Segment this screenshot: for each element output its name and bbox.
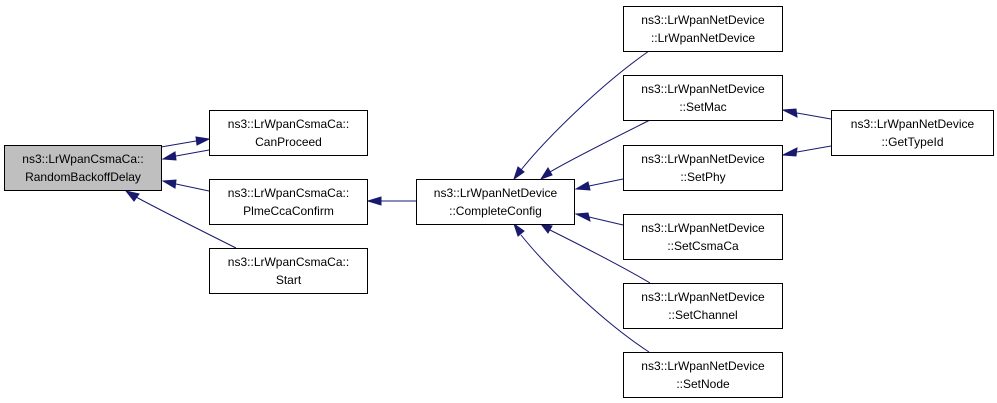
edge-arrowhead xyxy=(366,196,382,206)
edge-arrowhead xyxy=(161,179,177,189)
edge-arrowhead xyxy=(781,147,798,157)
node-label-line-1: ns3::LrWpanNetDevice xyxy=(641,359,765,373)
node-label-line-2: ::SetCsmaCa xyxy=(667,239,739,253)
edge-line xyxy=(520,50,650,171)
node-label-line-2: ::LrWpanNetDevice xyxy=(651,31,755,45)
node-complete-config[interactable]: ns3::LrWpanNetDevice::CompleteConfig xyxy=(416,179,575,225)
node-box xyxy=(209,248,368,294)
edge-line xyxy=(588,178,624,187)
edge-line xyxy=(796,145,832,153)
node-label-line-2: PlmeCcaConfirm xyxy=(243,204,334,218)
edge-random-backoff-delay-to-can-proceed xyxy=(160,136,211,148)
node-label-line-1: ns3::LrWpanCsmaCa:: xyxy=(228,117,349,131)
edge-set-phy-to-complete-config xyxy=(574,178,624,191)
edge-line xyxy=(588,216,624,226)
node-box xyxy=(623,214,783,260)
node-label-line-2: ::CompleteConfig xyxy=(449,204,542,218)
edge-arrowhead xyxy=(195,136,211,146)
node-box xyxy=(623,352,783,398)
edge-get-type-id-to-set-mac xyxy=(781,108,832,120)
node-set-csma-ca[interactable]: ns3::LrWpanNetDevice::SetCsmaCa xyxy=(623,214,783,260)
node-plme-cca-confirm[interactable]: ns3::LrWpanCsmaCa::PlmeCcaConfirm xyxy=(209,179,368,225)
edge-arrowhead xyxy=(539,223,553,234)
edge-set-node-to-complete-config xyxy=(513,222,650,353)
node-box xyxy=(4,145,162,191)
node-box xyxy=(209,110,368,156)
node-label-line-2: Start xyxy=(276,273,302,287)
node-label-line-2: ::SetNode xyxy=(676,377,730,391)
node-label-line-1: ns3::LrWpanCsmaCa:: xyxy=(228,186,349,200)
node-label-line-2: ::SetChannel xyxy=(668,308,737,322)
node-random-backoff-delay: ns3::LrWpanCsmaCa::RandomBackoffDelay xyxy=(4,145,162,191)
node-box xyxy=(623,6,783,52)
edge-line xyxy=(175,183,210,192)
node-box xyxy=(416,179,575,225)
edge-set-mac-to-complete-config xyxy=(539,119,651,180)
edge-arrowhead xyxy=(124,190,140,202)
edge-start-to-random-backoff-delay xyxy=(124,190,237,249)
node-label-line-1: ns3::LrWpanNetDevice xyxy=(851,117,975,131)
node-box xyxy=(623,283,783,329)
node-label-line-1: ns3::LrWpanCsmaCa:: xyxy=(228,255,349,269)
edge-arrowhead xyxy=(513,166,525,181)
node-box xyxy=(623,75,783,121)
edge-arrowhead xyxy=(539,167,553,180)
edge-complete-config-to-plme-cca-confirm xyxy=(366,196,416,206)
node-label-line-2: ::GetTypeId xyxy=(881,135,943,149)
node-label-line-1: ns3::LrWpanCsmaCa:: xyxy=(22,152,143,166)
node-lrwpan-net-device[interactable]: ns3::LrWpanNetDevice::LrWpanNetDevice xyxy=(623,6,783,52)
node-label-line-2: ::SetPhy xyxy=(680,170,725,184)
node-label-line-1: ns3::LrWpanNetDevice xyxy=(641,152,765,166)
node-get-type-id[interactable]: ns3::LrWpanNetDevice::GetTypeId xyxy=(831,110,994,156)
node-label-line-1: ns3::LrWpanNetDevice xyxy=(641,221,765,235)
node-set-node[interactable]: ns3::LrWpanNetDevice::SetNode xyxy=(623,352,783,398)
node-box xyxy=(623,145,783,191)
edge-plme-cca-confirm-to-random-backoff-delay xyxy=(161,179,210,192)
edge-arrowhead xyxy=(574,181,591,191)
node-label-line-1: ns3::LrWpanNetDevice xyxy=(641,13,765,27)
edge-set-csma-ca-to-complete-config xyxy=(574,212,624,226)
edge-line xyxy=(175,149,210,157)
node-box xyxy=(831,110,994,156)
edge-line xyxy=(135,196,237,249)
node-start[interactable]: ns3::LrWpanCsmaCa::Start xyxy=(209,248,368,294)
node-set-mac[interactable]: ns3::LrWpanNetDevice::SetMac xyxy=(623,75,783,121)
edge-line xyxy=(160,140,197,148)
nodes-layer: ns3::LrWpanCsmaCa::RandomBackoffDelayns3… xyxy=(4,6,994,398)
node-label-line-2: CanProceed xyxy=(255,135,322,149)
node-label-line-1: ns3::LrWpanNetDevice xyxy=(641,290,765,304)
edge-arrowhead xyxy=(513,222,525,237)
edge-line xyxy=(549,119,651,173)
edge-line xyxy=(549,229,651,284)
node-label-line-1: ns3::LrWpanNetDevice xyxy=(641,82,765,96)
edge-arrowhead xyxy=(574,212,591,222)
node-box xyxy=(209,179,368,225)
node-set-channel[interactable]: ns3::LrWpanNetDevice::SetChannel xyxy=(623,283,783,329)
edge-get-type-id-to-set-phy xyxy=(781,145,832,157)
edge-line xyxy=(520,234,650,353)
edge-line xyxy=(796,112,832,120)
edge-can-proceed-to-random-backoff-delay xyxy=(161,149,210,161)
edge-lrwpan-net-device-to-complete-config xyxy=(513,50,650,181)
node-label-line-2: ::SetMac xyxy=(679,100,726,114)
node-label-line-2: RandomBackoffDelay xyxy=(25,170,141,184)
node-can-proceed[interactable]: ns3::LrWpanCsmaCa::CanProceed xyxy=(209,110,368,156)
node-label-line-1: ns3::LrWpanNetDevice xyxy=(434,186,558,200)
edge-arrowhead xyxy=(161,151,177,161)
node-set-phy[interactable]: ns3::LrWpanNetDevice::SetPhy xyxy=(623,145,783,191)
edges-layer xyxy=(124,50,832,353)
edge-arrowhead xyxy=(781,108,798,118)
